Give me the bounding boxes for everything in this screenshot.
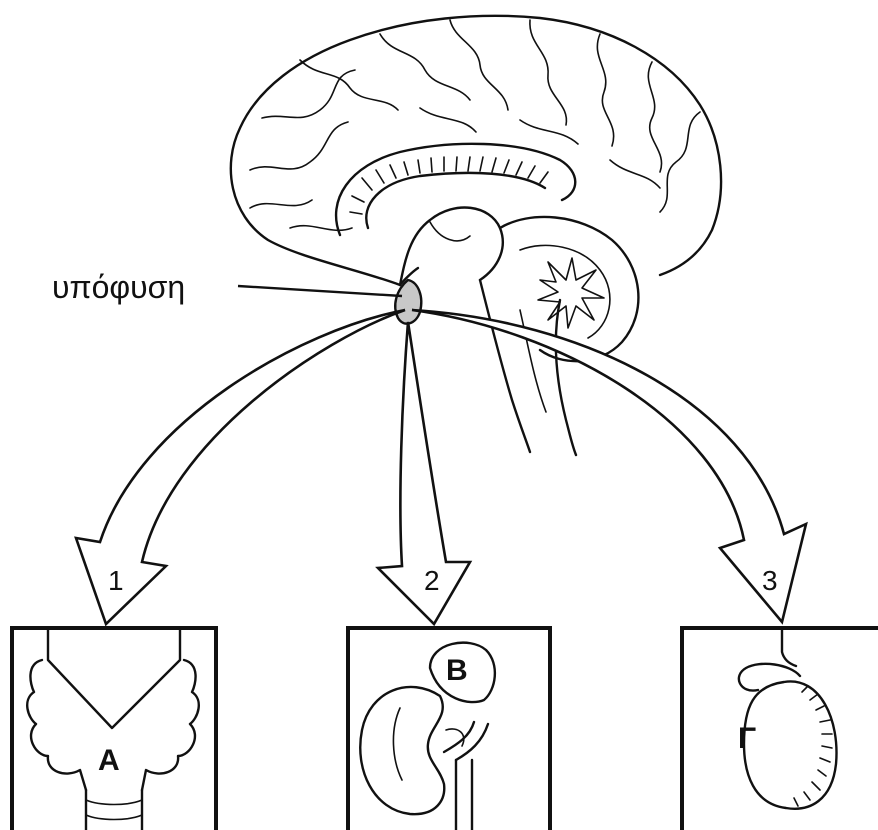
box-c: Γ	[682, 628, 878, 830]
arrow-2-number: 2	[424, 565, 440, 596]
callosum-hatching	[350, 157, 548, 214]
arrow-3	[412, 310, 806, 622]
organ-a-label: Α	[98, 744, 120, 777]
organ-b-label: Β	[446, 654, 468, 687]
arrow-1-number: 1	[108, 565, 124, 596]
arrow-1	[76, 310, 405, 624]
organ-c-label: Γ	[738, 722, 756, 755]
box-a: Α	[12, 628, 216, 830]
pituitary-label: υπόφυση	[52, 269, 185, 305]
pituitary-gland	[395, 280, 421, 324]
gland-leader-line	[238, 286, 402, 296]
box-b: Β	[348, 628, 550, 830]
arrow-3-number: 3	[762, 565, 778, 596]
